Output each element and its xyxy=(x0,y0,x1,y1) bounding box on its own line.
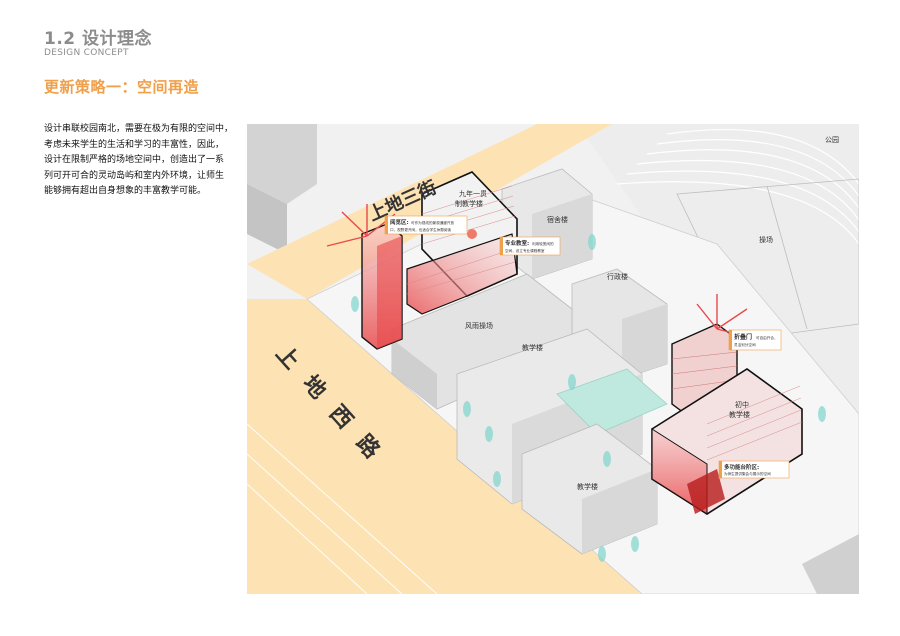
park-label: 公园 xyxy=(825,136,839,144)
site-axonometric-diagram: 上地三街 上地西路 九年一贯 制教学楼 宿舍楼 行政楼 操场 公园 风雨操场 教… xyxy=(247,124,859,594)
description-line: 能够拥有超出自身想象的丰富教学可能。 xyxy=(44,186,207,196)
svg-text:专业教室:: 专业教室: xyxy=(505,239,529,247)
svg-text:阅览区:: 阅览区: xyxy=(390,218,409,226)
dormitory-side xyxy=(532,194,592,279)
teaching-building-2-side xyxy=(582,469,657,554)
svg-text:口，视野更开阔，也适合学生休憩阅读: 口，视野更开阔，也适合学生休憩阅读 xyxy=(390,227,451,232)
nine-year-podium xyxy=(406,233,518,315)
running-track xyxy=(616,129,859,245)
callout-reading: 阅览区: 可作为视线的景观通廊开放 口，视野更开阔，也适合学生休憩阅读 xyxy=(384,215,468,235)
callout-classroom: 专业教室: 利用较宽阔的 空间，设立专业课程教室 xyxy=(499,236,561,256)
svg-text:多功能台阶区:: 多功能台阶区: xyxy=(724,463,759,471)
nine-year-label-line2: 制教学楼 xyxy=(455,199,483,208)
teaching-building-2-label: 教学楼 xyxy=(577,482,598,491)
floor-lines xyxy=(706,385,803,461)
svg-text:可作为视线的景观通廊开放: 可作为视线的景观通廊开放 xyxy=(411,220,455,225)
svg-text:灵活划分空间: 灵活划分空间 xyxy=(734,342,756,347)
callout-folding-gate: 折叠门 可自由开合， 灵活划分空间 xyxy=(728,329,782,351)
strategy-title: 更新策略一：空间再造 xyxy=(44,78,200,96)
junior-label-line2: 教学楼 xyxy=(729,410,750,419)
svg-text:空间，设立专业课程教室: 空间，设立专业课程教室 xyxy=(505,248,545,253)
section-title: 1.2 设计理念 xyxy=(44,29,153,49)
callout-stage: 多功能台阶区: 为师生提供集会与展示的空间 xyxy=(718,460,790,479)
section-subtitle: DESIGN CONCEPT xyxy=(44,48,129,58)
admin-label: 行政楼 xyxy=(607,272,628,281)
description-line: 考虑未来学生的生活和学习的丰富性，因此， xyxy=(44,139,225,150)
courtyard xyxy=(556,368,668,435)
junior-label-line1: 初中 xyxy=(735,400,749,409)
playground-label: 操场 xyxy=(759,235,773,244)
multi-function-steps xyxy=(687,469,725,514)
admin-side xyxy=(622,304,667,379)
description-line: 设计串联校园南北，需要在极为有限的空间中， xyxy=(44,124,234,134)
dormitory-label: 宿舍楼 xyxy=(547,215,568,224)
description-line: 设计在限制严格的场地空间中，创造出了一系 xyxy=(44,155,225,165)
teaching-building-1-label: 教学楼 xyxy=(522,343,543,352)
offsite-block xyxy=(802,534,859,594)
rain-field-label: 风雨操场 xyxy=(465,321,493,330)
description-line: 列可开可合的灵动岛屿和室内外环境，让师生 xyxy=(44,170,225,181)
rain-field-side xyxy=(392,339,437,409)
nine-year-label-line1: 九年一贯 xyxy=(459,189,487,198)
offsite-block xyxy=(247,124,317,204)
svg-text:为师生提供集会与展示的空间: 为师生提供集会与展示的空间 xyxy=(724,471,771,476)
svg-text:可自由开合，: 可自由开合， xyxy=(756,335,778,340)
offsite-block xyxy=(247,184,287,254)
svg-text:利用较宽阔的: 利用较宽阔的 xyxy=(532,241,554,246)
design-description: 设计串联校园南北，需要在极为有限的空间中， 考虑未来学生的生活和学习的丰富性，因… xyxy=(44,122,234,200)
svg-text:折叠门: 折叠门 xyxy=(734,333,752,341)
classroom-marker xyxy=(467,229,477,239)
reading-tower-side xyxy=(377,236,402,349)
road-markings xyxy=(247,423,438,594)
trees xyxy=(351,234,826,562)
